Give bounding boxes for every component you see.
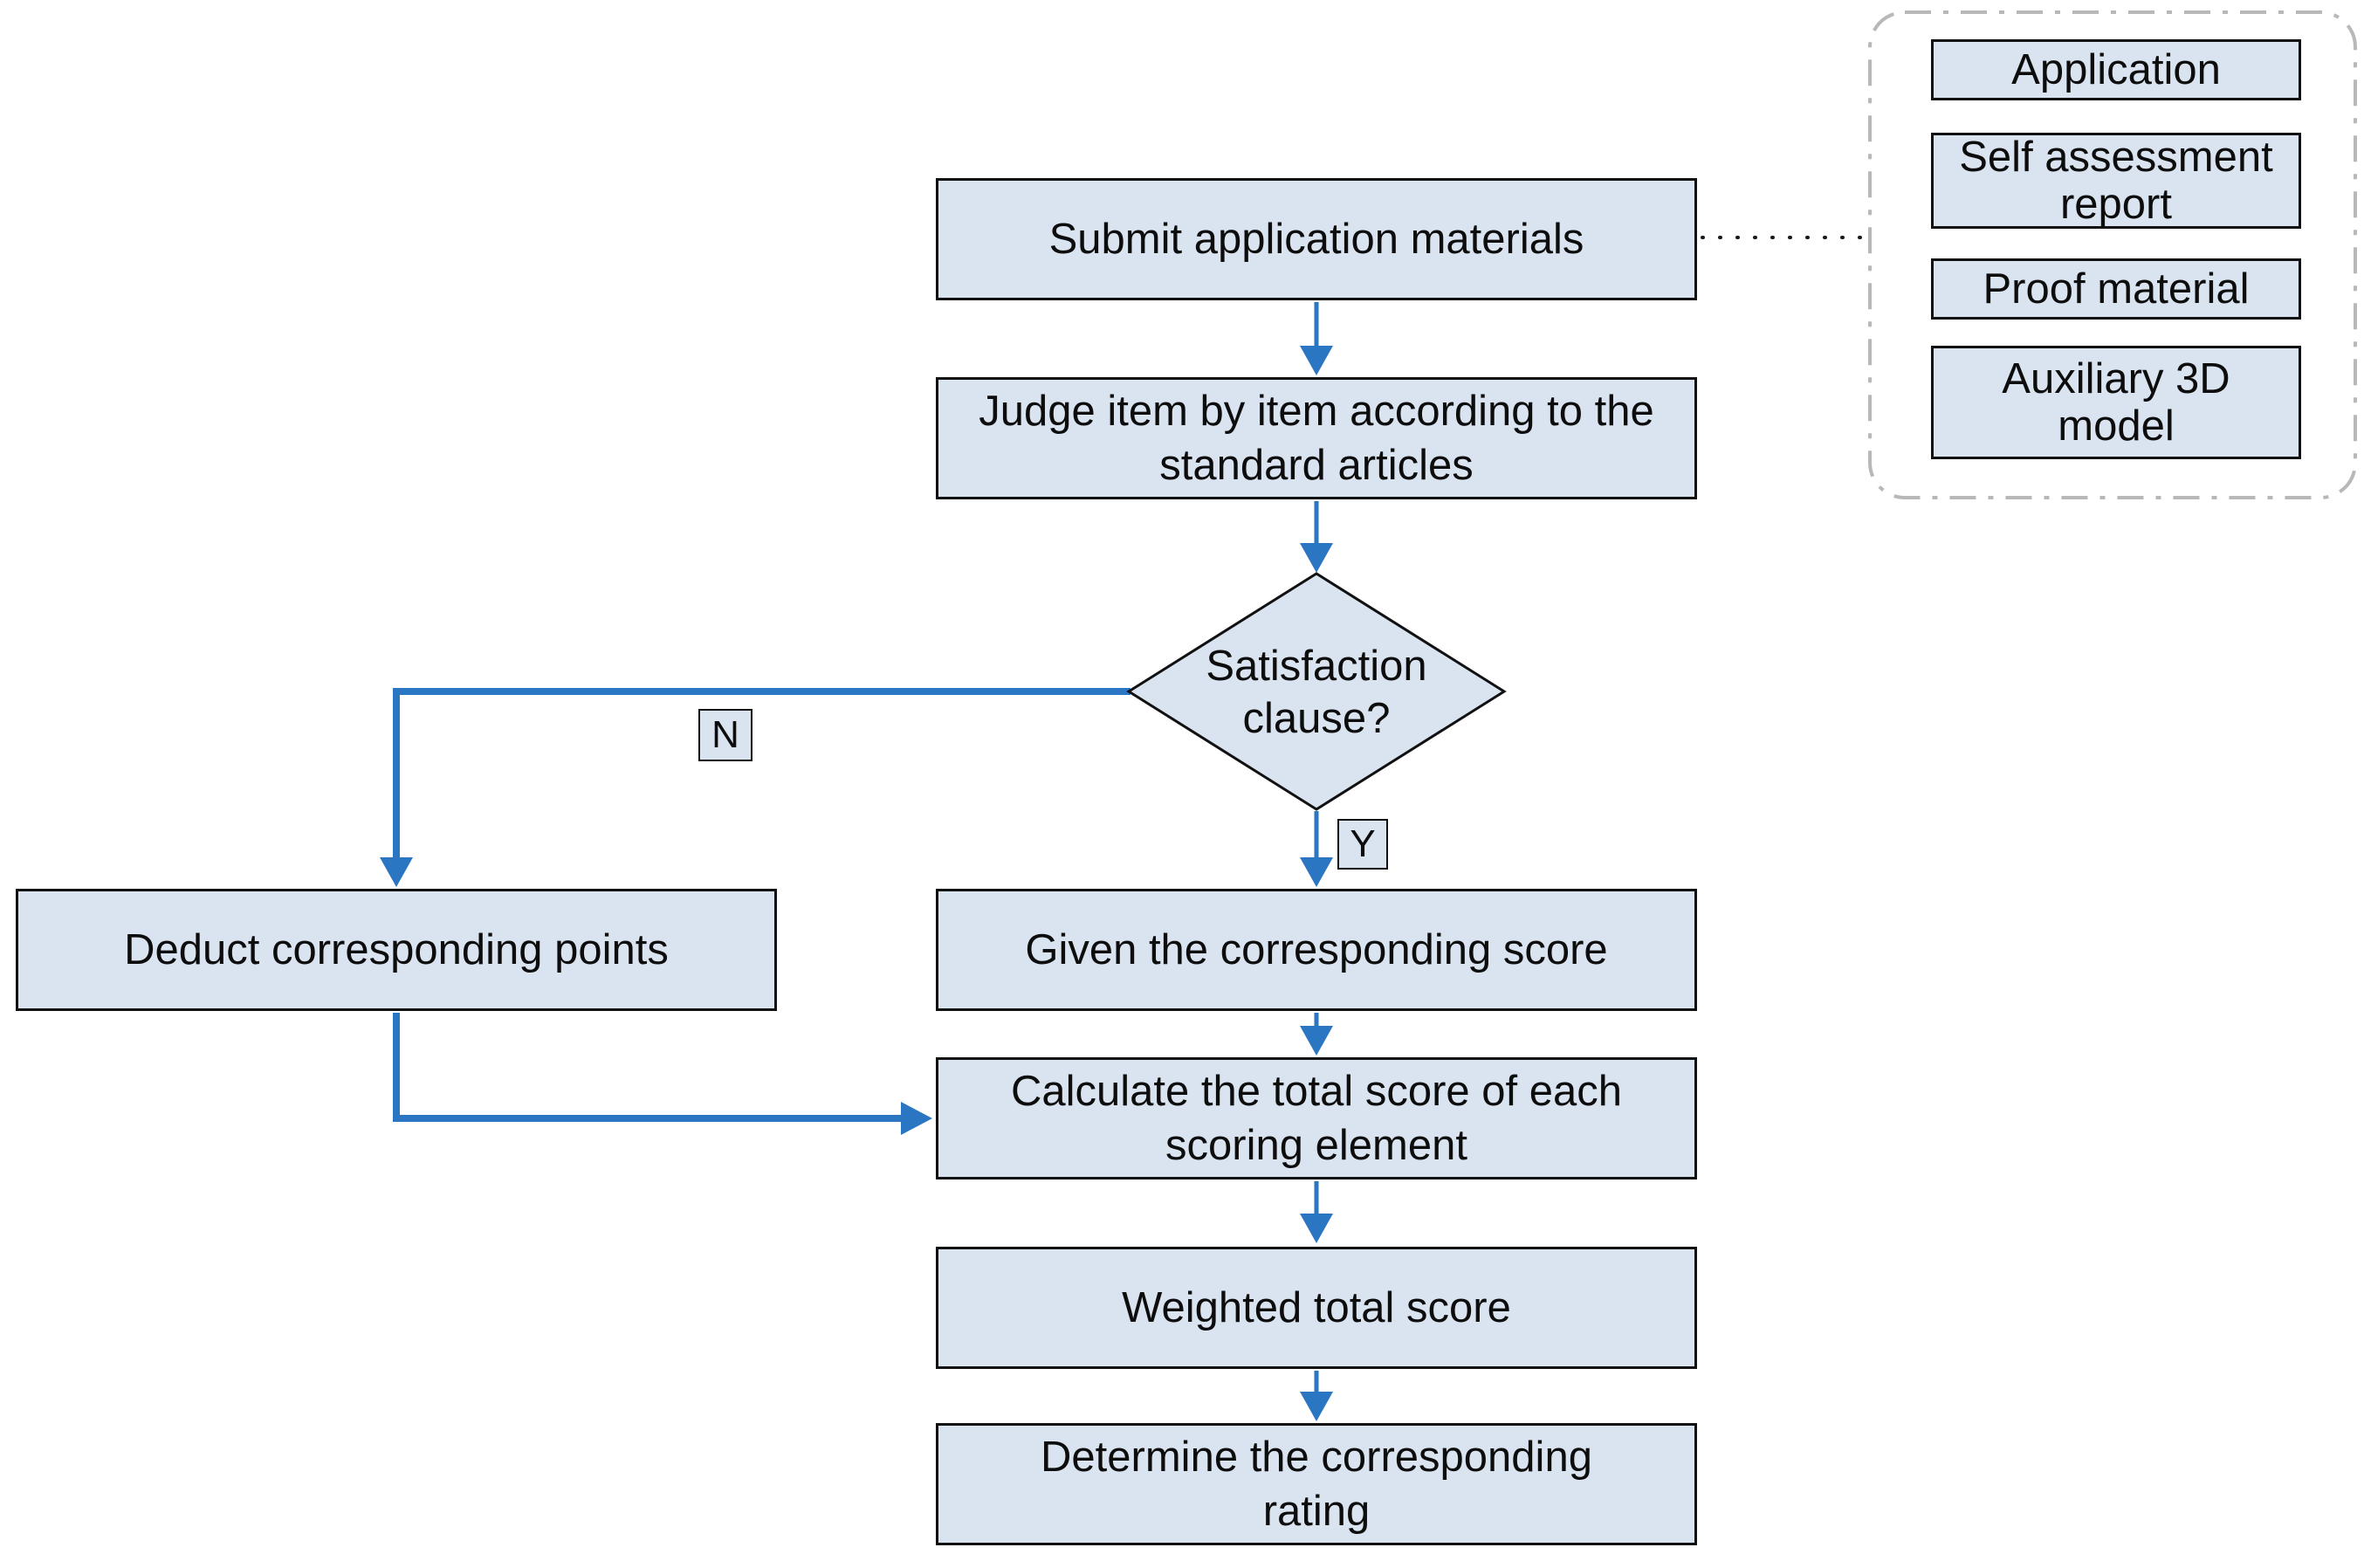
decision-label: Satisfaction clause? [1206, 642, 1427, 742]
panel-item-proof-material: Proof material [1931, 258, 2301, 320]
node-deduct-points: Deduct corresponding points [16, 889, 777, 1011]
node-calculate-total-score: Calculate the total score of each scorin… [936, 1057, 1697, 1179]
arrowhead-decision-to-deduct [380, 857, 413, 887]
node-label: Deduct corresponding points [124, 926, 669, 973]
decision-diamond [1126, 572, 1507, 811]
node-submit-application-materials: Submit application materials [936, 178, 1697, 300]
node-label: Submit application materials [1048, 216, 1584, 263]
arrowhead-deduct-to-calculate [901, 1102, 932, 1135]
node-label: Weighted total score [1122, 1284, 1511, 1331]
arrowhead-weighted-to-determine [1300, 1392, 1333, 1421]
node-label: Given the corresponding score [1025, 926, 1608, 973]
panel-item-label: Self assessment report [1959, 134, 2273, 228]
node-label: Determine the corresponding rating [1041, 1434, 1592, 1535]
node-label: Calculate the total score of each scorin… [1010, 1068, 1623, 1169]
panel-item-label: Proof material [1983, 265, 2250, 313]
panel-item-label: Auxiliary 3D model [2002, 355, 2230, 450]
branch-label-no: N [698, 709, 752, 761]
node-given-score: Given the corresponding score [936, 889, 1697, 1011]
panel-item-application: Application [1931, 39, 2301, 100]
node-weighted-total-score: Weighted total score [936, 1247, 1697, 1369]
side-panel-border [1868, 10, 2357, 499]
panel-item-self-assessment-report: Self assessment report [1931, 133, 2301, 229]
branch-label-yes: Y [1337, 819, 1388, 870]
node-determine-rating: Determine the corresponding rating [936, 1423, 1697, 1545]
arrowhead-given-to-calculate [1300, 1026, 1333, 1056]
panel-item-auxiliary-3d-model: Auxiliary 3D model [1931, 346, 2301, 459]
arrowhead-calculate-to-weighted [1300, 1214, 1333, 1243]
node-label: Judge item by item according to the stan… [979, 388, 1654, 489]
arrowhead-submit-to-judge [1300, 346, 1333, 375]
panel-item-label: Application [2011, 46, 2221, 93]
arrow-decision-to-deduct [393, 688, 1130, 859]
node-judge-item-by-item: Judge item by item according to the stan… [936, 377, 1697, 499]
arrowhead-judge-to-decision [1300, 543, 1333, 573]
arrowhead-decision-to-given [1300, 857, 1333, 887]
arrow-deduct-to-calculate [393, 1013, 903, 1122]
